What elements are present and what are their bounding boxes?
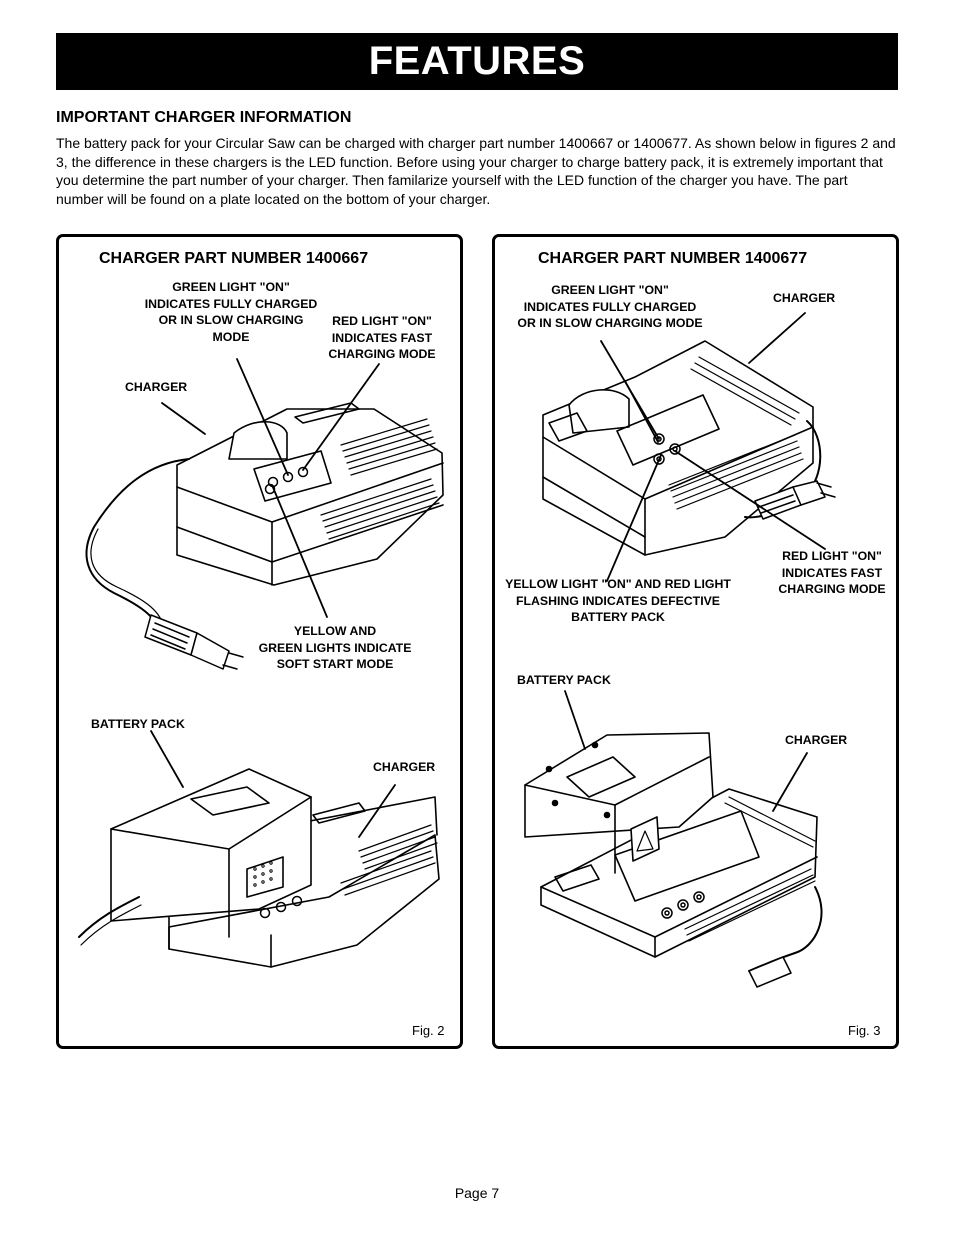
figure-3-title: CHARGER PART NUMBER 1400677 bbox=[538, 250, 808, 267]
callout-yellow-red-fig3: YELLOW LIGHT "ON" AND RED LIGHT FLASHING… bbox=[505, 577, 731, 624]
charger-with-battery-fig3 bbox=[524, 732, 823, 988]
vent-slots-fig2 bbox=[320, 418, 440, 540]
plug-fig3 bbox=[754, 480, 836, 520]
intro-paragraph: The battery pack for your Circular Saw c… bbox=[56, 135, 896, 208]
plug-fig2 bbox=[144, 614, 244, 670]
vent-slots-fig2-lower bbox=[340, 824, 438, 896]
callout-red-light-fig2: RED LIGHT "ON" INDICATES FAST CHARGING M… bbox=[328, 314, 436, 361]
section-heading: IMPORTANT CHARGER INFORMATION bbox=[56, 109, 352, 126]
charger-1400677-illustration bbox=[542, 340, 836, 556]
leader-lines-fig2 bbox=[150, 358, 396, 838]
callout-red-light-fig3: RED LIGHT "ON" INDICATES FAST CHARGING M… bbox=[778, 549, 886, 596]
callout-battery-pack-fig3: BATTERY PACK bbox=[517, 673, 611, 687]
figure-3-label: Fig. 3 bbox=[848, 1023, 881, 1038]
vent-slots-fig3-lower bbox=[684, 796, 816, 942]
callout-charger-top-fig2: CHARGER bbox=[125, 380, 188, 394]
battery-pack-fig2 bbox=[110, 768, 312, 938]
callout-battery-pack-fig2: BATTERY PACK bbox=[91, 717, 185, 731]
callout-green-light-fig3: GREEN LIGHT "ON" INDICATES FULLY CHARGED… bbox=[517, 283, 703, 330]
callout-green-light-fig2: GREEN LIGHT "ON" INDICATES FULLY CHARGED… bbox=[144, 280, 318, 344]
vent-slots-fig3 bbox=[668, 356, 804, 510]
power-cord-fig2 bbox=[85, 458, 190, 633]
figure-3-illustration bbox=[524, 312, 836, 988]
figure-2-title: CHARGER PART NUMBER 1400667 bbox=[99, 250, 369, 267]
leader-lines-fig3 bbox=[564, 312, 826, 812]
figure-2-illustration bbox=[78, 358, 444, 968]
figure-2-label: Fig. 2 bbox=[412, 1023, 445, 1038]
callout-yellow-green-fig2: YELLOW AND GREEN LIGHTS INDICATE SOFT ST… bbox=[258, 624, 412, 671]
callout-charger-bottom-fig3: CHARGER bbox=[785, 733, 848, 747]
figure-3-panel: CHARGER PART NUMBER 1400677 GREEN LIGHT … bbox=[492, 234, 899, 1049]
figure-2-panel: CHARGER PART NUMBER 1400667 GREEN LIGHT … bbox=[56, 234, 463, 1049]
charger-with-battery-fig2 bbox=[78, 768, 440, 968]
page-title-banner: FEATURES bbox=[56, 33, 898, 90]
charger-1400667-illustration bbox=[85, 402, 444, 670]
led-indicators-fig3-lower bbox=[661, 891, 705, 919]
led-indicators-fig2-lower bbox=[259, 895, 303, 919]
page-number: Page 7 bbox=[454, 1185, 500, 1201]
page-title: FEATURES bbox=[368, 39, 586, 83]
callout-charger-top-fig3: CHARGER bbox=[773, 291, 836, 305]
callout-charger-bottom-fig2: CHARGER bbox=[373, 760, 436, 774]
battery-pack-fig3 bbox=[524, 732, 714, 874]
